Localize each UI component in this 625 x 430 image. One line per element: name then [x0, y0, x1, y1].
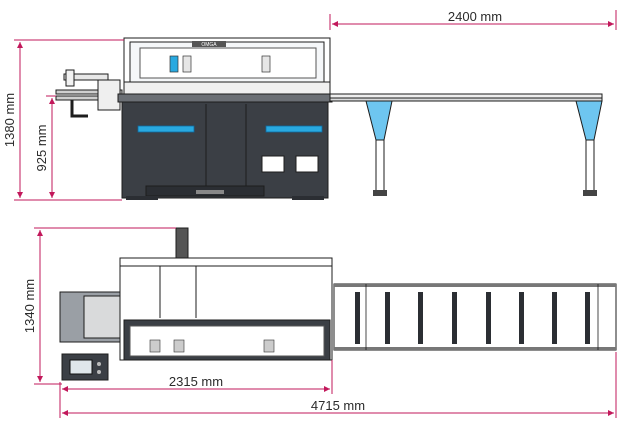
dim-label-total-length: 4715 mm	[311, 398, 365, 413]
top-view	[59, 227, 617, 381]
outfeed-table	[329, 93, 603, 196]
control-panel	[61, 353, 109, 381]
dim-label-machine-length: 2315 mm	[169, 374, 223, 389]
machine-badge: OMGA	[201, 42, 217, 48]
top-hood: OMGA	[123, 37, 331, 95]
infeed-table	[55, 69, 123, 118]
dim-label-table-length: 2400 mm	[448, 9, 502, 24]
outfeed-table-top	[333, 283, 617, 351]
dim-label-total-height: 1380 mm	[2, 93, 17, 147]
main-cabinet	[117, 93, 333, 200]
dim-label-work-height: 925 mm	[34, 125, 49, 172]
dimension-lines	[14, 10, 617, 418]
dim-label-total-depth: 1340 mm	[22, 279, 37, 333]
front-view: OMGA	[55, 37, 603, 200]
